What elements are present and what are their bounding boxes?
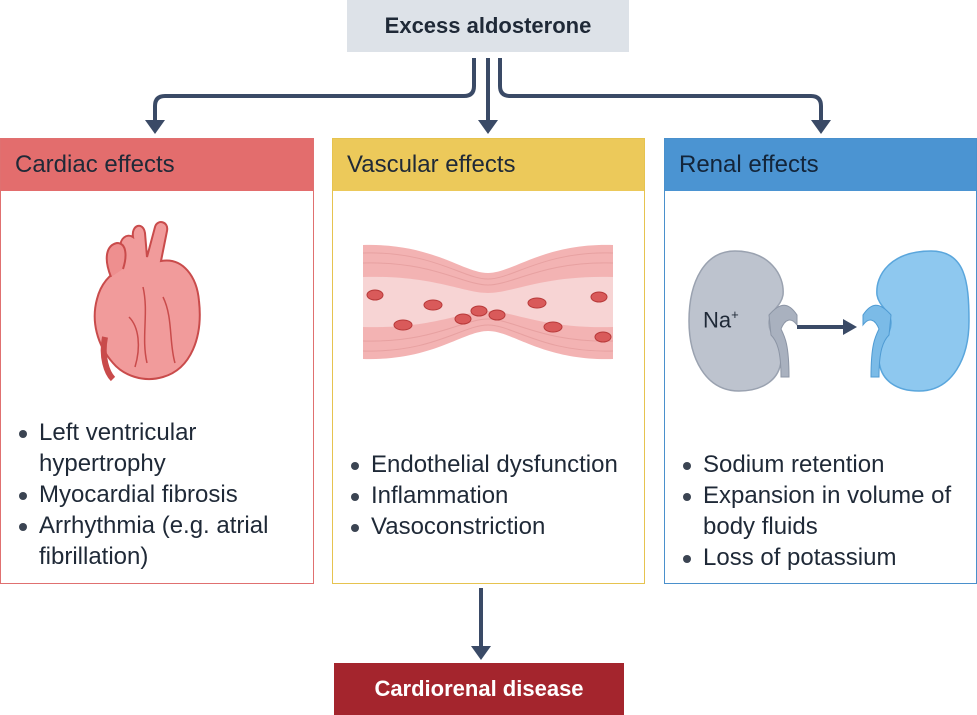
heart-illustration bbox=[93, 221, 201, 382]
renal-effects-header: Renal effects bbox=[665, 139, 976, 191]
excess-aldosterone-box: Excess aldosterone bbox=[347, 0, 629, 52]
renal-effects-title: Renal effects bbox=[679, 151, 819, 178]
cardiac-panel-body: Left ventricular hypertrophy Myocardial … bbox=[1, 191, 313, 583]
renal-panel-body: Na+ Sodium retention Expansion in volume… bbox=[665, 191, 976, 583]
vascular-effect-item: Vasoconstriction bbox=[349, 511, 639, 542]
kidney-illustration bbox=[688, 250, 970, 392]
cardiac-effect-item: Arrhythmia (e.g. atrial fibrillation) bbox=[17, 510, 307, 572]
cardiac-effects-panel: Cardiac effects Left ventricular hypertr… bbox=[0, 138, 314, 584]
vascular-panel-body: Endothelial dysfunction Inflammation Vas… bbox=[333, 191, 644, 583]
renal-effects-panel: Renal effects Na+ Sodium retention Expan… bbox=[664, 138, 977, 584]
excess-aldosterone-label: Excess aldosterone bbox=[384, 13, 592, 38]
blood-vessel-illustration bbox=[363, 244, 613, 360]
sodium-ion-label: Na+ bbox=[703, 307, 739, 333]
cardiorenal-disease-label: Cardiorenal disease bbox=[374, 676, 584, 701]
vascular-effect-item: Inflammation bbox=[349, 480, 639, 511]
cardiorenal-disease-box: Cardiorenal disease bbox=[334, 663, 624, 715]
renal-effect-item: Expansion in volume of body fluids bbox=[681, 480, 971, 542]
sodium-ion-charge: + bbox=[731, 307, 739, 322]
cardiac-effect-item: Myocardial fibrosis bbox=[17, 479, 307, 510]
renal-effect-item: Sodium retention bbox=[681, 449, 971, 480]
sodium-ion-symbol: Na bbox=[703, 307, 732, 333]
vascular-effects-title: Vascular effects bbox=[347, 151, 516, 178]
vascular-effects-header: Vascular effects bbox=[333, 139, 644, 191]
cardiac-effects-title: Cardiac effects bbox=[15, 151, 175, 178]
renal-effect-item: Loss of potassium bbox=[681, 542, 971, 573]
vascular-effect-item: Endothelial dysfunction bbox=[349, 449, 639, 480]
cardiac-effect-item: Left ventricular hypertrophy bbox=[17, 417, 307, 479]
cardiac-effects-header: Cardiac effects bbox=[1, 139, 313, 191]
vascular-effects-panel: Vascular effects bbox=[332, 138, 645, 584]
